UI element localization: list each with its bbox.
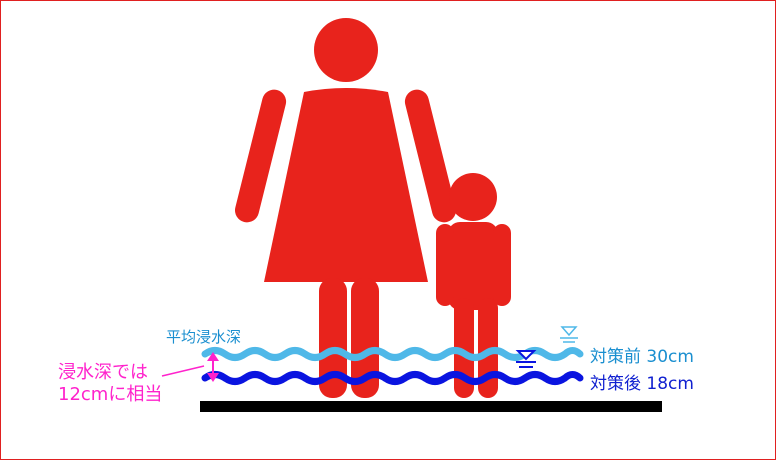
after-depth-label: 対策後 18cm — [590, 374, 694, 394]
ground-bar — [200, 401, 662, 412]
woman-figure-icon — [235, 18, 456, 398]
average-depth-label: 平均浸水深 — [166, 328, 241, 346]
water-level-marker-icon — [560, 326, 578, 343]
difference-label-line2: 12cmに相当 — [58, 384, 162, 405]
before-depth-label: 対策前 30cm — [590, 347, 694, 367]
difference-label-line1: 浸水深では — [58, 362, 148, 383]
annotation-leader-line — [161, 365, 205, 377]
water-level-marker-icon — [515, 350, 537, 368]
double-arrow-icon — [207, 352, 219, 382]
water-wave-after — [201, 371, 584, 385]
